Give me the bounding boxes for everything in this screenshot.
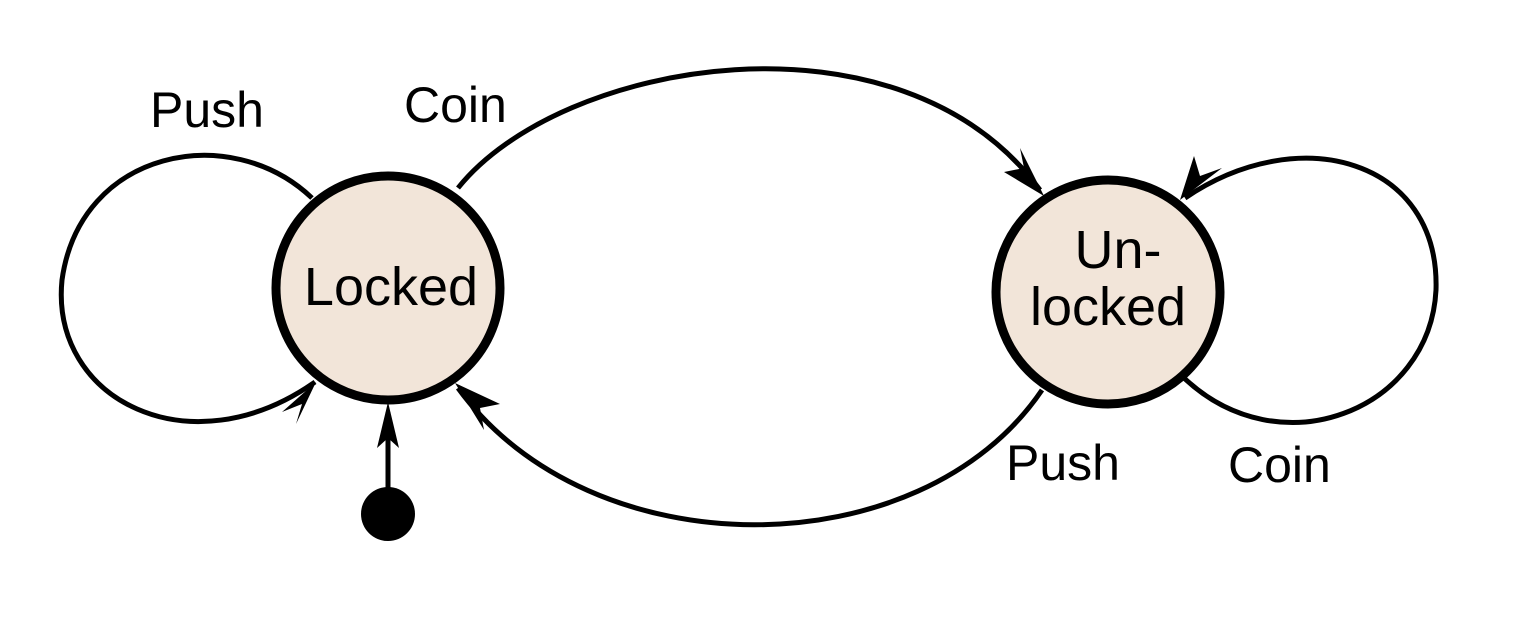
- transition-unlocked-push-arc: [455, 386, 1045, 528]
- transition-locked-coin-label: Coin: [404, 77, 507, 133]
- state-unlocked-label-line2: locked: [1030, 277, 1186, 337]
- state-unlocked-label-line1: Un-: [1074, 220, 1161, 280]
- transition-unlocked-push-label: Push: [1006, 435, 1120, 491]
- state-locked-label: Locked: [304, 257, 478, 317]
- transition-locked-push-loop: [58, 152, 317, 424]
- transition-unlocked-push-arrowhead: [455, 383, 500, 430]
- transition-locked-push-arrowhead: [282, 382, 316, 424]
- transition-locked-coin-arrowhead: [1004, 148, 1044, 196]
- transition-locked-coin-arc: [456, 66, 1043, 192]
- initial-transition-arrowhead: [377, 402, 399, 448]
- state-locked: [271, 171, 505, 405]
- initial-state-dot: [361, 487, 415, 541]
- state-unlocked: [991, 175, 1225, 409]
- transition-unlocked-coin-label: Coin: [1228, 437, 1331, 493]
- transition-unlocked-coin-loop: [1181, 155, 1439, 425]
- transition-unlocked-coin-arrowhead: [1180, 156, 1222, 200]
- transition-locked-push-label: Push: [150, 82, 264, 138]
